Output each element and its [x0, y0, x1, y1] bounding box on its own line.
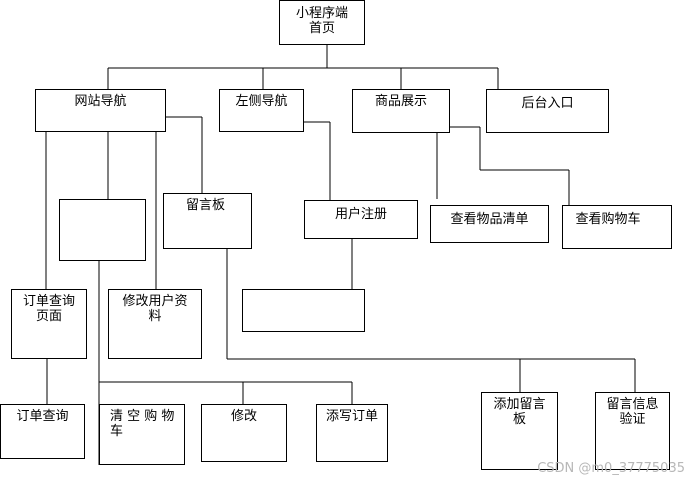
node-home: 小程序端 首页	[279, 0, 365, 45]
watermark: CSDN @m0_37775035	[537, 461, 685, 476]
node-view-goods-list: 查看物品清单	[430, 205, 549, 243]
node-fill-order: 添写订单	[316, 404, 388, 462]
node-empty-box-1	[59, 199, 146, 261]
node-clear-cart: 清 空 购 物 车	[99, 404, 185, 465]
node-user-register: 用户注册	[304, 200, 418, 239]
node-product-show: 商品展示	[352, 89, 450, 133]
node-order-query-page: 订单查询 页面	[11, 289, 87, 359]
node-view-cart: 查看购物车	[562, 205, 672, 249]
node-order-query: 订单查询	[0, 404, 85, 459]
node-edit-profile: 修改用户资 料	[108, 289, 202, 359]
node-add-message: 添加留言 板	[481, 392, 558, 470]
node-admin-entry: 后台入口	[486, 89, 609, 133]
node-site-nav: 网站导航	[35, 89, 166, 132]
node-message-board: 留言板	[163, 193, 252, 249]
node-left-nav: 左侧导航	[219, 89, 304, 132]
node-empty-box-2	[242, 289, 365, 332]
node-modify: 修改	[201, 404, 287, 462]
node-message-verify: 留言信息 验证	[595, 392, 670, 470]
